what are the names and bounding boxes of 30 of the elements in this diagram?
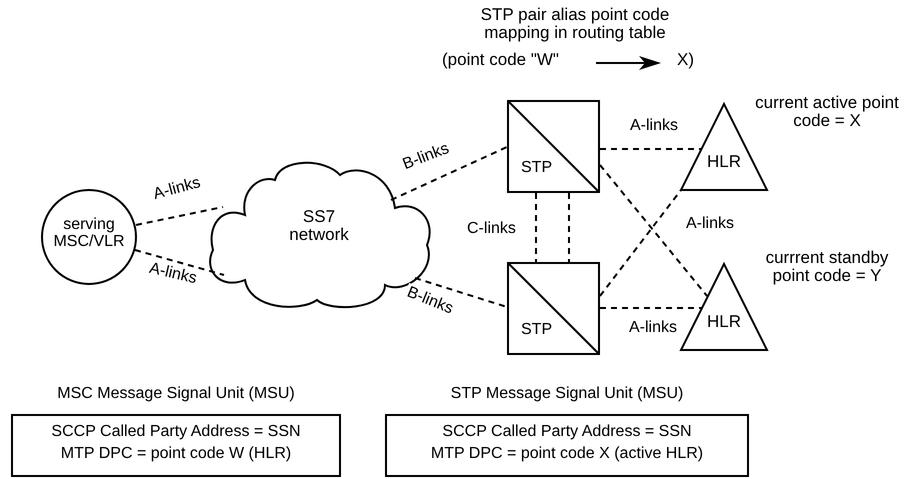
dashed-link (600, 148, 701, 150)
dashed-link (599, 164, 708, 297)
circle-node (41, 189, 137, 285)
note: (point code "W" (442, 51, 559, 69)
node-label: MTP DPC = point code W (HLR) (60, 446, 292, 463)
node-label: SS7 network (288, 208, 350, 244)
node-label: MTP DPC = point code X (active HLR) (430, 446, 704, 463)
node-label: SCCP Called Party Address = SSN (50, 424, 302, 441)
node-label: HLR (706, 313, 742, 331)
node-label: STP Message Signal Unit (MSU) (450, 386, 684, 403)
node-label: serving MSC/VLR (52, 217, 126, 251)
node-label: HLR (706, 153, 742, 171)
node-label: STP (521, 160, 552, 177)
node-label: SCCP Called Party Address = SSN (441, 424, 693, 441)
stp-box (507, 262, 600, 355)
dashed-link (136, 206, 224, 226)
stp-box (507, 100, 600, 193)
note: X) (677, 51, 694, 69)
dashed-link (600, 307, 702, 309)
dashed-link (599, 189, 682, 297)
dashed-link (390, 146, 508, 201)
annotation: currrent standby point code = Y (764, 249, 890, 285)
annotation: current active point code = X (755, 94, 899, 130)
dashed-link (568, 193, 570, 262)
node-label: MSC Message Signal Unit (MSU) (56, 386, 296, 403)
dashed-link (535, 193, 537, 262)
dashed-link (134, 249, 224, 276)
note: STP pair alias point code mapping in routing table (480, 6, 670, 42)
dashed-link (414, 277, 508, 308)
node-label: STP (521, 322, 552, 339)
